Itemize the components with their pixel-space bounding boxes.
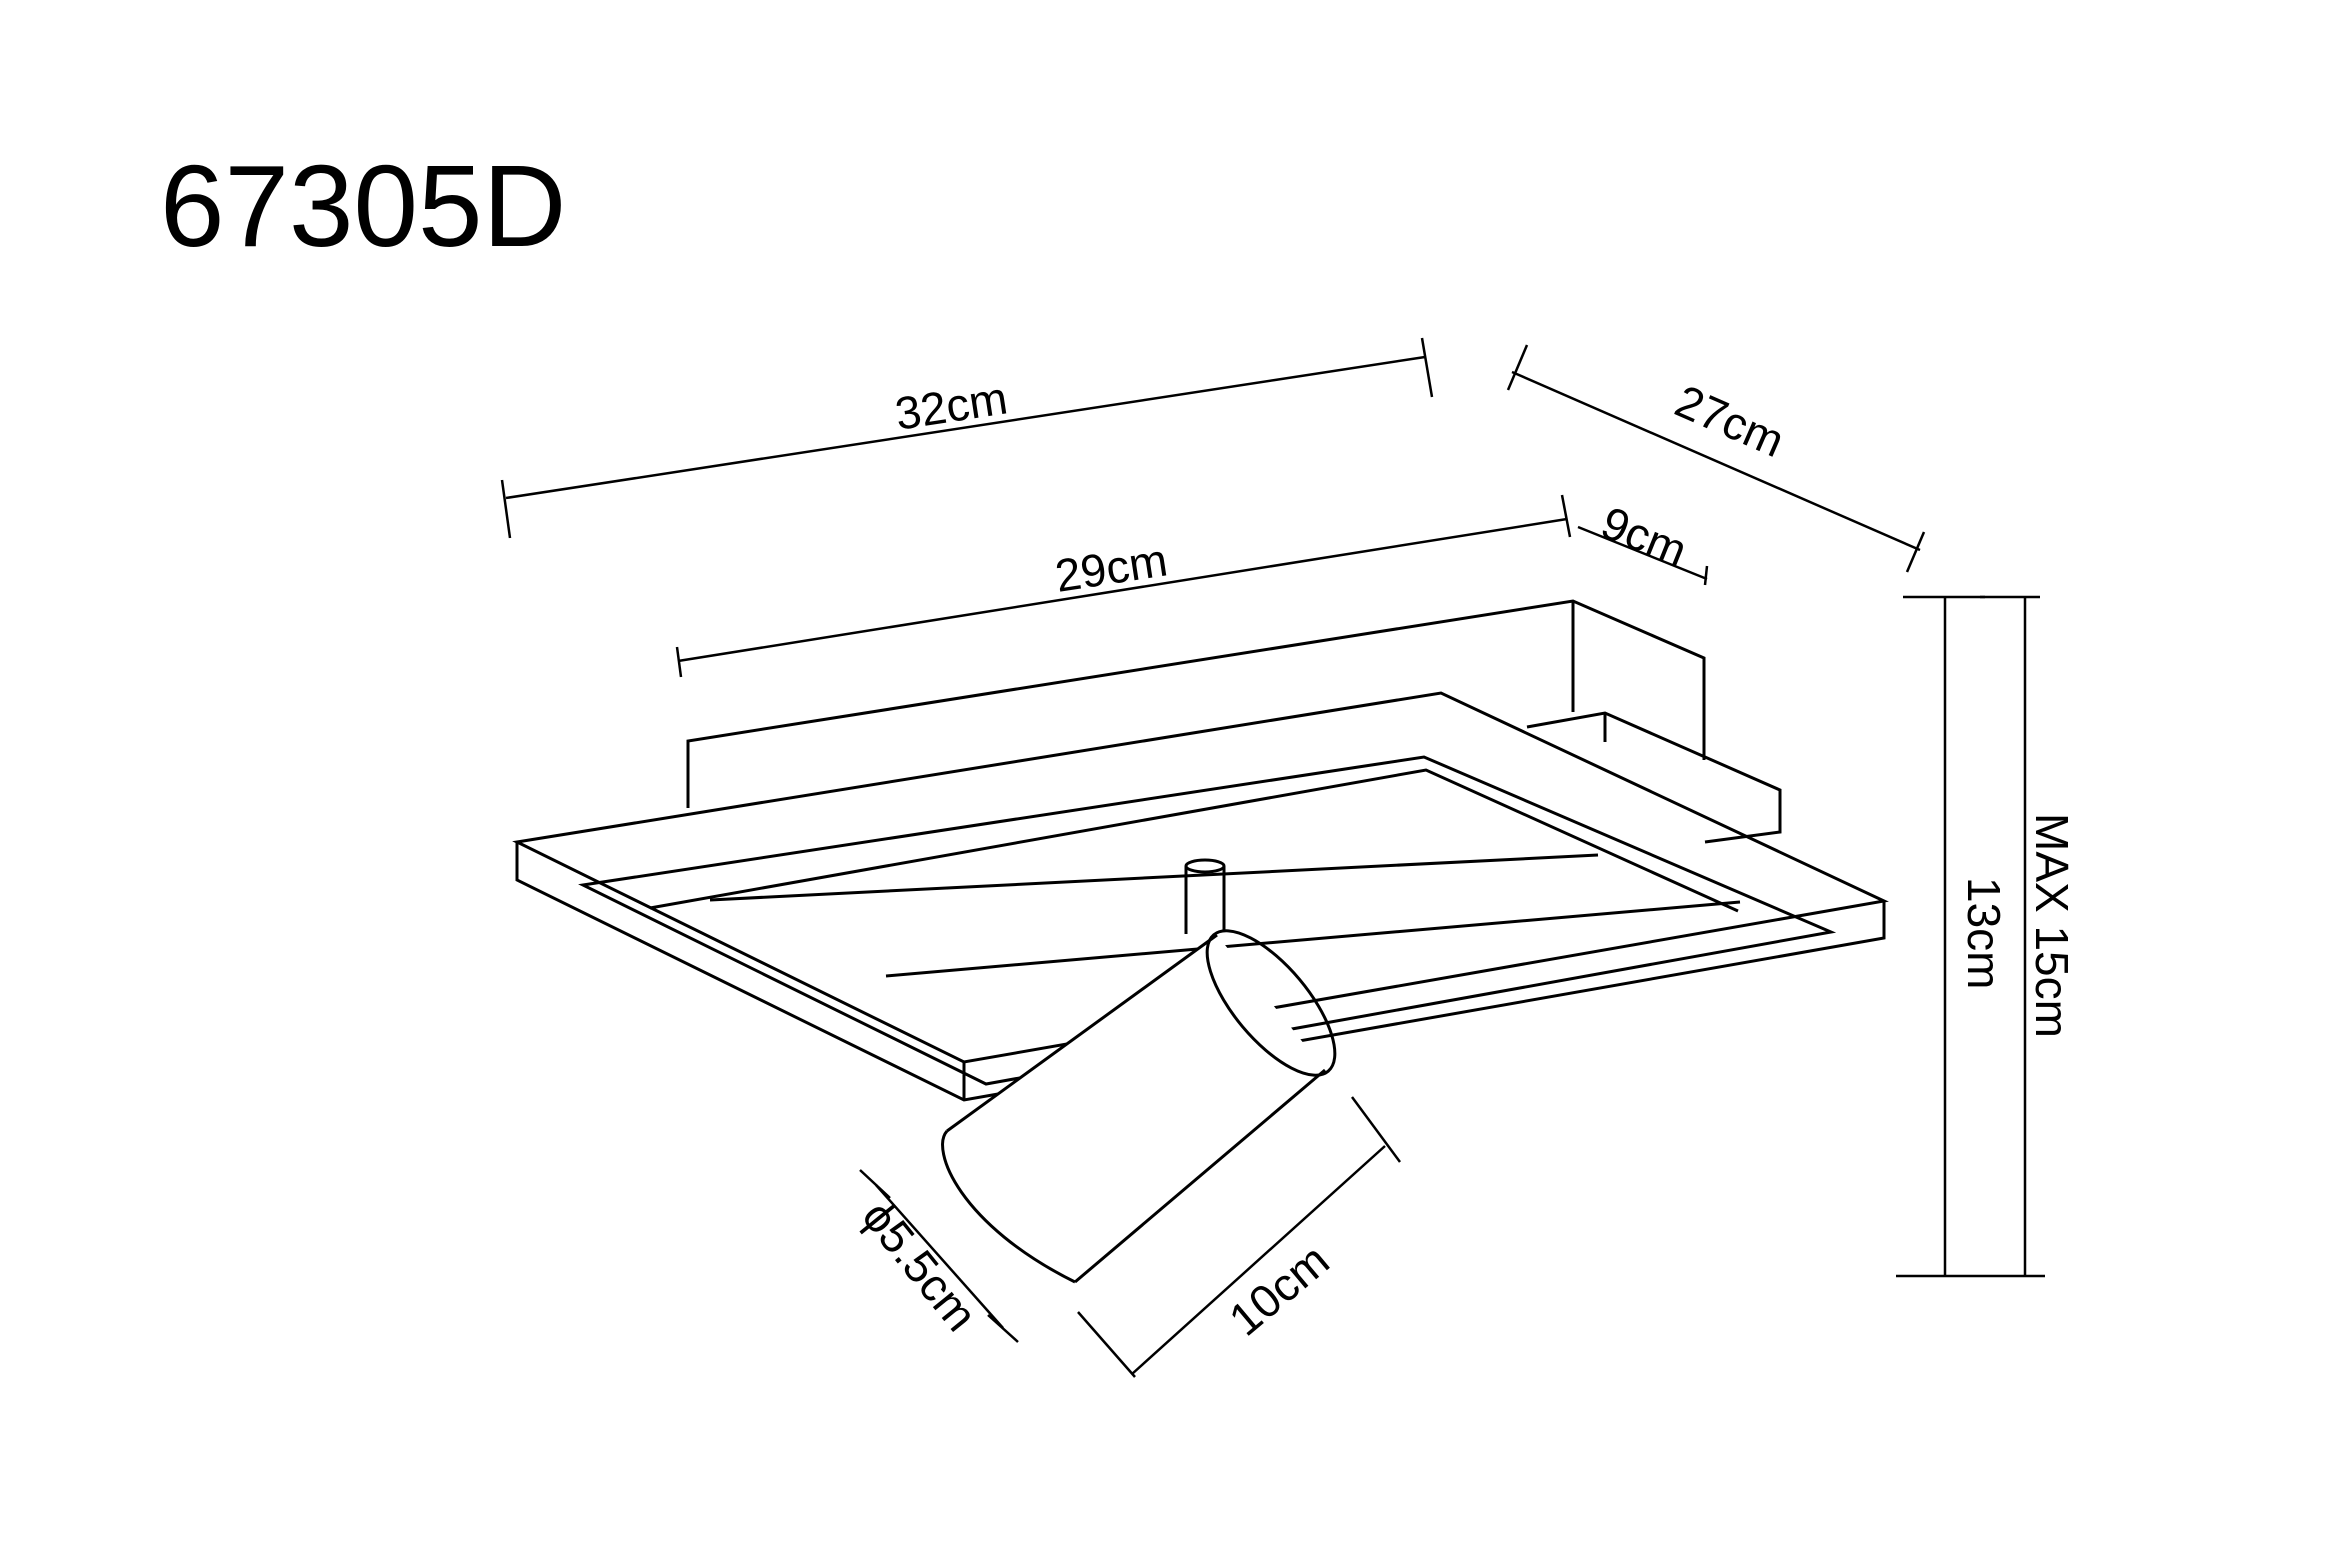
label-spot-length: 10cm [1219, 1234, 1339, 1346]
dimension-base-depth: 9cm [1577, 496, 1709, 586]
label-max-height: MAX 15cm [2026, 813, 2078, 1038]
spot-cylinder [941, 929, 1337, 1284]
ceiling-light-fixture [512, 599, 1889, 1284]
spot-stem [1184, 858, 1226, 934]
label-overall-width: 32cm [892, 371, 1011, 439]
dimension-overall-depth: 27cm [1506, 344, 1926, 573]
label-height: 13cm [1958, 877, 2010, 989]
label-overall-depth: 27cm [1668, 374, 1792, 467]
label-spot-diameter: ϕ5.5cm [852, 1191, 987, 1341]
model-number: 67305D [160, 141, 566, 271]
label-frame-length: 29cm [1052, 533, 1171, 601]
mounting-base [686, 599, 1706, 808]
dimension-overall-width: 32cm [500, 337, 1434, 539]
outer-frame [512, 691, 1889, 1102]
label-base-depth: 9cm [1594, 496, 1694, 577]
dimension-frame-length: 29cm [675, 494, 1572, 678]
dimension-max-height: MAX 15cm [1980, 595, 2078, 1276]
side-bracket [1526, 711, 1782, 844]
inner-frame [578, 755, 1837, 1086]
dimension-height: 13cm [1896, 595, 2045, 1278]
dimension-spot-diameter: ϕ5.5cm [852, 1169, 1019, 1343]
